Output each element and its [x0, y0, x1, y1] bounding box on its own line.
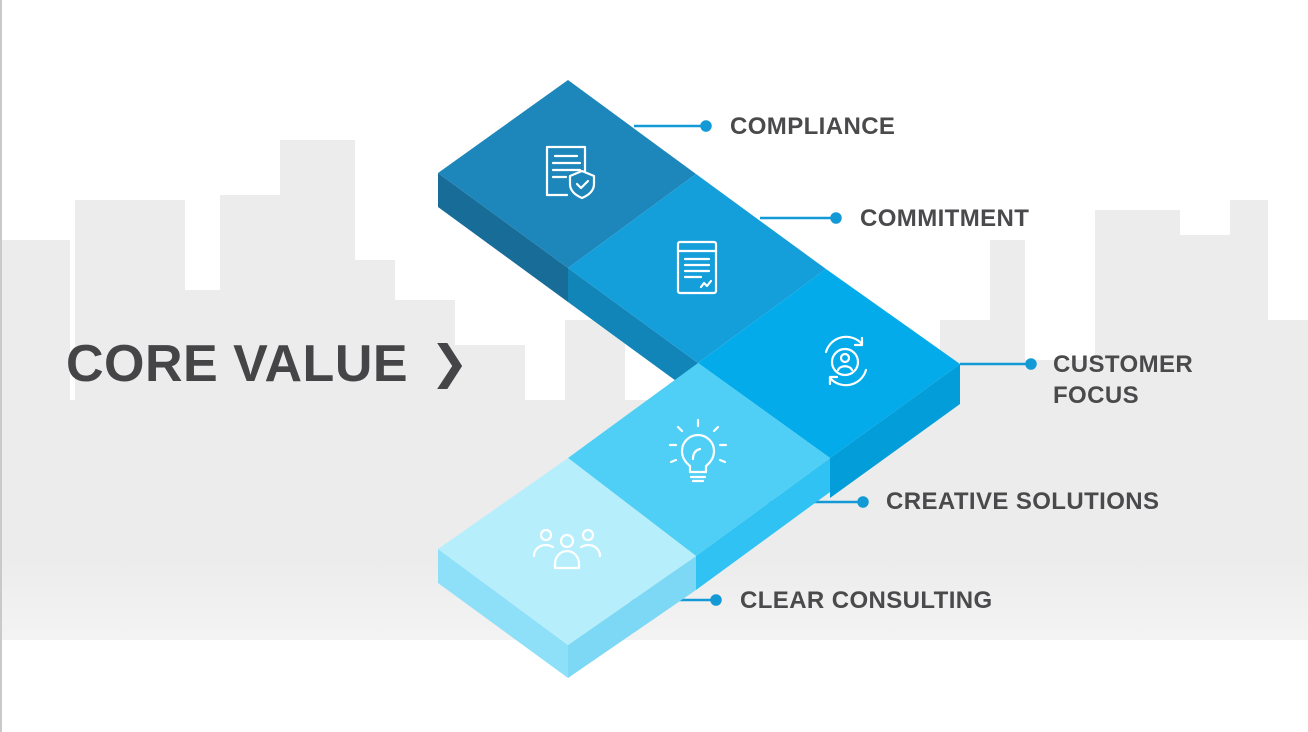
- label-commitment: COMMITMENT: [860, 205, 1030, 232]
- block-clear-consulting-left: [438, 549, 568, 678]
- team-icon: [532, 528, 602, 570]
- block-compliance-top: [438, 80, 696, 268]
- leader-customer-focus: [960, 358, 1037, 370]
- block-commitment-left: [568, 268, 698, 397]
- block-compliance-left: [438, 173, 568, 302]
- block-compliance: [438, 80, 696, 302]
- block-customer-focus-right: [830, 364, 960, 498]
- value-blocks: [438, 80, 960, 678]
- block-creative-solutions: [568, 363, 830, 590]
- label-compliance: COMPLIANCE: [730, 113, 896, 140]
- block-creative-solutions-top: [568, 363, 830, 556]
- lightbulb-icon: [668, 418, 728, 483]
- block-clear-consulting-right: [568, 556, 696, 678]
- title-text: CORE VALUE: [66, 335, 409, 393]
- block-customer-focus-top: [698, 269, 960, 458]
- left-edge-rule: [0, 0, 2, 732]
- block-commitment-top: [568, 174, 826, 363]
- customer-cycle-icon: [824, 335, 868, 387]
- label-customer-focus-line1: CUSTOMER: [1053, 351, 1194, 378]
- label-creative-solutions: CREATIVE SOLUTIONS: [886, 488, 1160, 515]
- block-creative-solutions-right: [696, 458, 830, 590]
- label-clear-consulting: CLEAR CONSULTING: [740, 587, 993, 614]
- leader-commitment: [760, 212, 842, 224]
- leader-compliance: [634, 120, 712, 132]
- label-customer-focus: CUSTOMER FOCUS: [1053, 349, 1193, 411]
- block-customer-focus: [698, 269, 960, 498]
- document-shield-icon: [545, 145, 596, 200]
- block-commitment: [568, 174, 826, 397]
- chevron-right-icon: ❯: [430, 336, 470, 388]
- contract-icon: [676, 240, 718, 295]
- core-value-title: CORE VALUE ❯: [66, 334, 469, 394]
- label-customer-focus-line2: FOCUS: [1053, 382, 1139, 409]
